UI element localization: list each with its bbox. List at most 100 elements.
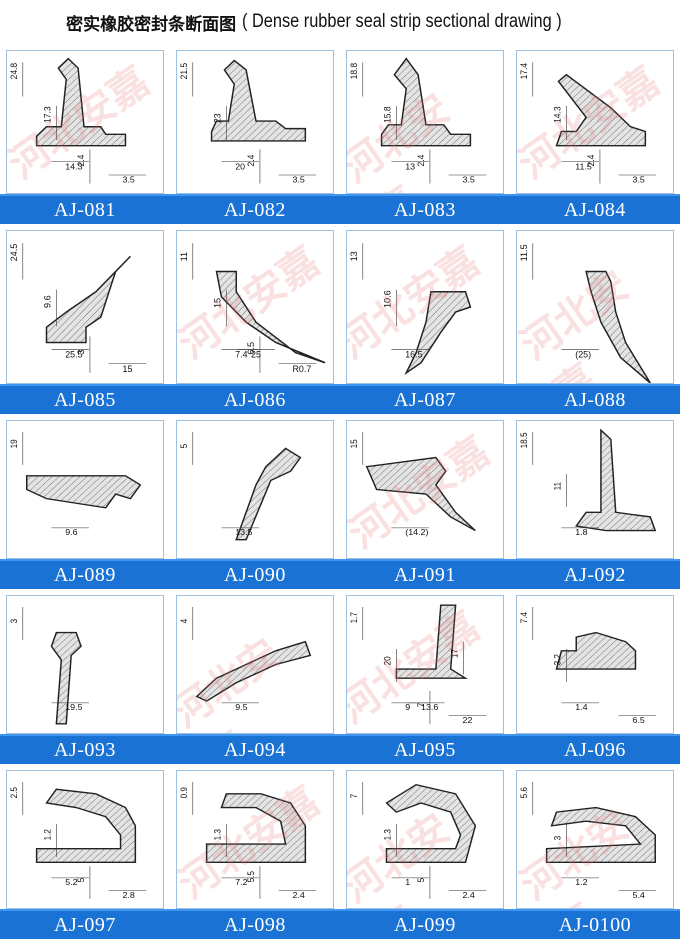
dimension-label: 22	[463, 715, 473, 725]
dimension-label: 11.5	[519, 244, 529, 261]
seal-profile-section	[205, 793, 307, 864]
seal-profile-section	[26, 475, 142, 509]
profile-drawing: 11.5(25)河北安嘉	[516, 230, 674, 384]
profile-code-label: AJ-090	[170, 559, 340, 589]
section-drawing-svg: 7.41.43.26.5	[519, 606, 657, 725]
dimension-label: 3.2	[552, 654, 562, 666]
profile-code-label: AJ-092	[510, 559, 680, 589]
profile-code-label: AJ-083	[340, 194, 510, 224]
dimension-label: 11.5	[575, 162, 592, 172]
dimension-label: 15.8	[382, 106, 392, 123]
dimension-label: 1.4	[575, 702, 588, 712]
dimension-label: 13	[349, 251, 359, 261]
profile-code-label: AJ-097	[0, 909, 170, 939]
dimension-label: 25.5	[65, 350, 82, 360]
profile-code-label: AJ-099	[340, 909, 510, 939]
dimension-label: 5.6	[519, 787, 529, 799]
section-drawing-svg: 5.61.235.4	[519, 781, 657, 900]
dimension-label: 7	[349, 794, 359, 799]
profile-code-label: AJ-094	[170, 734, 340, 764]
dimension-label: 1.3	[212, 829, 222, 841]
dimension-label: 2.4	[76, 155, 86, 167]
profile-drawing: 15(14.2)河北安嘉	[346, 420, 504, 559]
seal-profile-section	[215, 270, 326, 364]
dimension-label: 5	[416, 878, 426, 883]
dimension-label: 1.3	[382, 829, 392, 841]
dimension-label: 3.5	[293, 175, 306, 185]
dimension-label: 9.5	[235, 702, 248, 712]
dimension-label: 21.5	[179, 63, 189, 80]
profile-code-label: AJ-089	[0, 559, 170, 589]
dimension-label: 5	[179, 444, 189, 449]
dimension-label: 13.5	[235, 527, 253, 537]
dimension-label: 5.2	[65, 877, 78, 887]
dimension-label: 7.2	[235, 877, 248, 887]
section-drawing-svg: 15(14.2)	[349, 431, 476, 537]
dimension-label: 2.4	[586, 155, 596, 167]
seal-profile-section	[380, 57, 472, 147]
seal-profile-section	[210, 59, 307, 142]
dimension-label: 3	[552, 836, 562, 841]
dimension-label: 17.4	[519, 63, 529, 80]
dimension-label: 3.5	[123, 175, 136, 185]
seal-profile-section	[545, 806, 656, 864]
profile-code-label: AJ-093	[0, 734, 170, 764]
profile-code-label: AJ-088	[510, 384, 680, 414]
dimension-label: 11	[552, 482, 562, 491]
dimension-label: 10.6	[383, 290, 393, 308]
seal-profile-section	[50, 631, 82, 725]
section-drawing-svg: 24.814.317.33.52.4	[9, 57, 147, 185]
seal-profile-section	[235, 447, 302, 541]
seal-profile-section	[195, 640, 312, 702]
dimension-label: 2.8	[123, 890, 136, 900]
profile-code-label: AJ-087	[340, 384, 510, 414]
dimension-label: R0.7	[293, 364, 312, 374]
dimension-label: 19.5	[65, 702, 83, 712]
dimension-label: 5.5	[246, 871, 256, 883]
dimension-label: 2.4	[293, 890, 306, 900]
section-drawing-svg: 18.51.811	[519, 428, 657, 537]
section-drawing-svg: 319.5	[9, 606, 89, 725]
dimension-label: 13	[405, 162, 415, 172]
profile-code-label: AJ-085	[0, 384, 170, 414]
dimension-label: 3	[9, 619, 19, 624]
profile-code-label: AJ-086	[170, 384, 340, 414]
dimension-label: 9.6	[65, 527, 78, 537]
section-drawing-svg: 2.55.21.22.85	[9, 781, 147, 900]
dimension-label: 20	[235, 162, 245, 172]
dimension-label: 3	[76, 350, 86, 355]
dimension-label: 4	[179, 619, 189, 624]
dimension-label: 15	[349, 439, 359, 448]
seal-profile-section	[395, 604, 468, 679]
seal-profile-section	[555, 73, 647, 147]
profile-code-label: AJ-0100	[510, 909, 680, 939]
dimension-label: 1.2	[575, 877, 588, 887]
dimension-label: 1.2	[42, 829, 52, 841]
